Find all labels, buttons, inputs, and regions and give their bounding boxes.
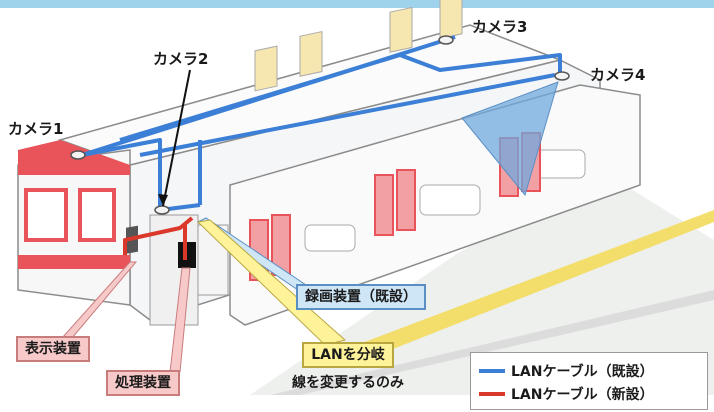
platform-yellow-line (330, 210, 714, 368)
camera1-label: カメラ1 (8, 120, 64, 138)
processor-callout-tail (169, 267, 191, 373)
legend-swatch-new (479, 392, 505, 396)
processing-unit-label: 処理装置 (106, 370, 180, 396)
camera2-label: カメラ2 (153, 50, 209, 68)
front-car-window-2 (78, 188, 116, 242)
lan-branch-note: 線を変更するのみ (292, 375, 404, 391)
top-banner (0, 0, 714, 8)
lan-branch-label: LANを分岐 (302, 342, 394, 368)
new-lan-cables (123, 216, 194, 260)
rear-car-windows (254, 0, 463, 92)
platform-edge (270, 290, 714, 395)
cutaway-car-windows (304, 149, 586, 252)
camera4-coverage-cone (461, 81, 559, 197)
recorder-label: 録画装置（既設） (296, 284, 426, 310)
camera2-arrowhead (158, 194, 168, 206)
legend-label-new: LANケーブル（新設） (511, 387, 654, 403)
display-unit-label: 表示装置 (16, 336, 90, 362)
front-car-window (24, 188, 68, 242)
legend-item-new: LANケーブル（新設） (479, 384, 654, 404)
front-car-bottom-band (18, 255, 130, 269)
camera2-pointer (162, 69, 191, 207)
legend-label-existing: LANケーブル（既設） (511, 364, 654, 380)
legend: LANケーブル（既設） LANケーブル（新設） (470, 352, 708, 410)
camera3-label: カメラ3 (472, 18, 528, 36)
lan-branch-callout: LANを分岐 線を変更するのみ (262, 342, 434, 392)
lan-callout-tail (196, 219, 347, 346)
existing-lan-cables (81, 35, 562, 212)
camera4-label: カメラ4 (590, 66, 646, 84)
platform-floor (250, 170, 714, 395)
legend-item-existing: LANケーブル（既設） (479, 361, 654, 381)
camera-icons (70, 35, 570, 215)
legend-swatch-existing (479, 369, 505, 373)
